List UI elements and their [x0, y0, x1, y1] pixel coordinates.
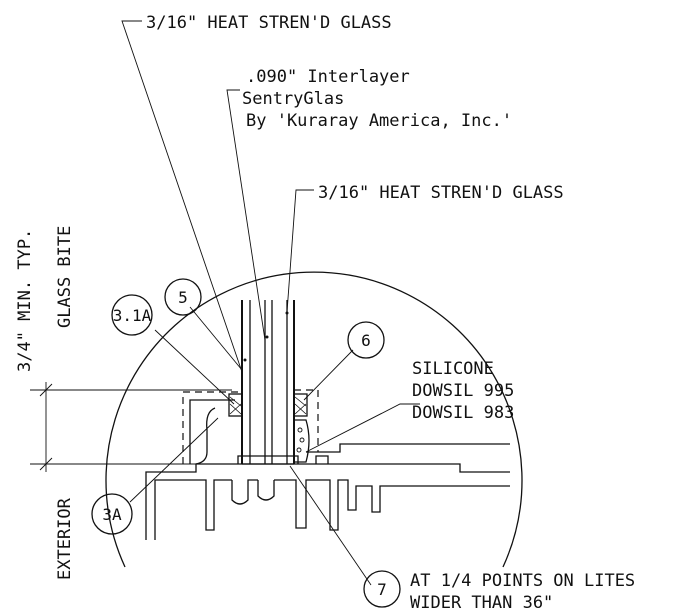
bubble-6-label: 6 — [361, 331, 371, 350]
bubble-6: 6 — [347, 321, 385, 359]
note-label-1: AT 1/4 POINTS ON LITES — [410, 571, 635, 591]
bubble-5: 5 — [164, 278, 202, 316]
mullion-extrusion — [145, 455, 510, 540]
bubble-3-1a: 3.1A — [111, 294, 153, 336]
detail-circle — [105, 271, 523, 568]
exterior-gasket — [293, 389, 510, 464]
glass-bite-label: GLASS BITE — [55, 226, 75, 328]
outer-glass-label: 3/16" HEAT STREN'D GLASS — [146, 13, 392, 33]
bubble-3a-label: 3A — [102, 505, 122, 524]
silicone-label-3: DOWSIL 983 — [412, 403, 514, 423]
inner-glass-label: 3/16" HEAT STREN'D GLASS — [318, 183, 564, 203]
bubble-3a: 3A — [91, 493, 133, 535]
silicone-label-2: DOWSIL 995 — [412, 381, 514, 401]
interlayer-label-2: SentryGlas — [242, 89, 344, 109]
glass-lites — [241, 300, 295, 465]
bubble-7-label: 7 — [377, 580, 387, 599]
exterior-label: EXTERIOR — [55, 497, 75, 580]
note-label-2: WIDER THAN 36" — [410, 593, 553, 609]
leader-lines — [121, 20, 420, 586]
interlayer-label-1: .090" Interlayer — [246, 67, 410, 87]
bubble-7: 7 — [363, 570, 401, 608]
bubble-3-1a-label: 3.1A — [113, 306, 152, 325]
glass-bite-dimension — [30, 382, 240, 472]
interlayer-label-3: By 'Kuraray America, Inc.' — [246, 111, 512, 131]
bubble-5-label: 5 — [178, 288, 188, 307]
silicone-label-1: SILICONE — [412, 359, 494, 379]
min-typ-label: 3/4" MIN. TYP. — [15, 229, 35, 372]
